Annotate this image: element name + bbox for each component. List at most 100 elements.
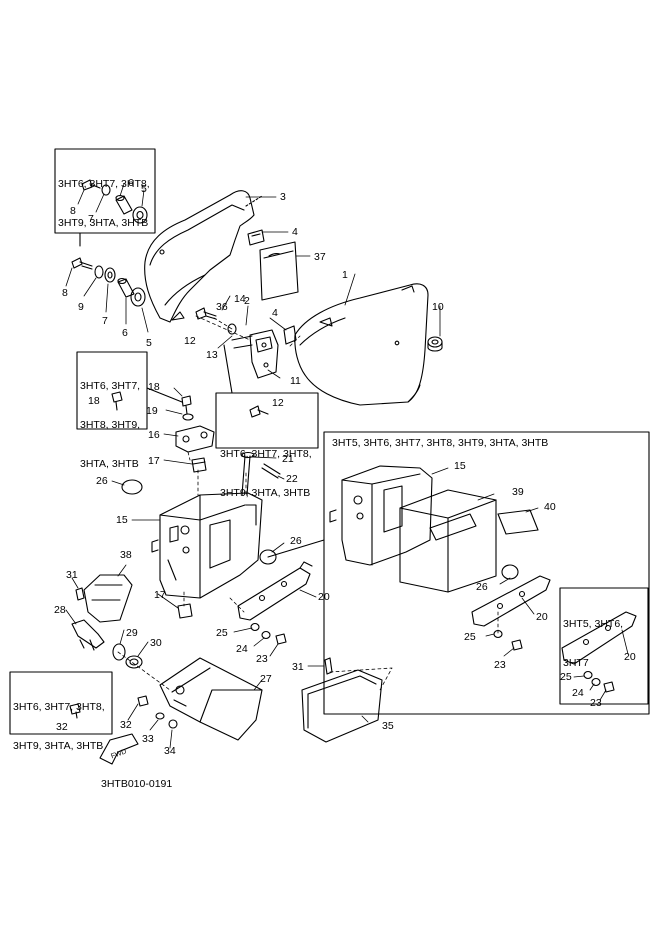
part-plate-16 [175, 425, 215, 453]
part-grommet-26-right [259, 549, 277, 565]
callout-36: 36 [216, 301, 228, 313]
callout-17-upper: 17 [148, 455, 160, 467]
part-bolt-21 [241, 451, 255, 496]
variant-note-center: 3HT6, 3HT7, 3HT8, 3HT9, 3HTA, 3HTB [220, 422, 312, 513]
callout-32: 32 [120, 719, 132, 731]
callout-23-main: 23 [256, 653, 268, 665]
part-ring-30 [125, 655, 143, 669]
part-washer-24-main [261, 630, 271, 640]
part-grommet-29 [112, 643, 126, 661]
part-grommet-5-lower [130, 287, 146, 307]
part-bolt-18 [181, 395, 192, 415]
part-bolt-23-box [511, 639, 523, 651]
callout-33: 33 [142, 733, 154, 745]
callout-22: 22 [286, 473, 298, 485]
part-collar-6-lower [117, 277, 135, 298]
part-holder-27 [159, 657, 263, 741]
part-washer-13 [227, 323, 237, 335]
variant-note-bottom-left: 3HT6, 3HT7, 3HT8, 3HT9, 3HTA, 3HTB [13, 675, 105, 766]
callout-20-main: 20 [318, 591, 330, 603]
callout-23-box: 23 [494, 659, 506, 671]
callout-24-main: 24 [236, 643, 248, 655]
part-bolt-32 [137, 695, 149, 707]
variant-note-line: 3HT6, 3HT7, 3HT8, [220, 448, 312, 460]
part-side-cover-left [144, 190, 263, 323]
variant-frame-bottom-left [9, 671, 113, 735]
callout-labels: 3 4 37 1 10 4 2 14 36 12 13 11 18 19 16 … [54, 177, 636, 760]
callout-1: 1 [342, 269, 348, 281]
part-grommet-upper [247, 229, 265, 246]
callout-5-upper: 5 [141, 183, 147, 195]
callout-27: 27 [260, 673, 272, 685]
callout-26-right: 26 [290, 535, 302, 547]
variant-note-top-left: 3HT6, 3HT7, 3HT8, 3HT9, 3HTA, 3HTB [58, 152, 150, 243]
part-washer-19 [182, 413, 194, 421]
callout-32-box: 32 [56, 721, 68, 733]
callout-24-inner: 24 [572, 687, 584, 699]
callout-26-left: 26 [96, 475, 108, 487]
callout-25-inner: 25 [560, 671, 572, 683]
part-bolt-8-upper [81, 179, 101, 191]
variant-note-line: 3HT8, 3HT9, [80, 419, 141, 431]
variant-note-line: 3HT6, 3HT7, 3HT8, [13, 701, 105, 713]
callout-31-right: 31 [292, 661, 304, 673]
callout-18-box: 18 [88, 395, 100, 407]
callout-10: 10 [432, 301, 444, 313]
part-washer-24-inner [591, 677, 601, 687]
variant-note-line: 3HT6, 3HT7, 3HT8, [58, 178, 150, 190]
part-grommet-26-left [121, 479, 143, 495]
callout-34: 34 [164, 745, 176, 757]
part-bolt-32-box [69, 703, 81, 719]
variant-note-line: 3HT9, 3HTA, 3HTB [58, 217, 149, 229]
part-bolt-23-main [275, 633, 287, 645]
part-cover-35 [301, 669, 383, 743]
leader-lines [65, 183, 629, 749]
variant-note-line: 3HT9, 3HTA, 3HTB [13, 740, 104, 752]
callout-8-upper: 8 [70, 205, 76, 217]
part-battery-box-15 [151, 492, 263, 599]
part-label-plate [259, 241, 299, 301]
callout-37: 37 [314, 251, 326, 263]
variant-frame-top-left [54, 148, 156, 247]
part-washer-7-lower [104, 267, 116, 283]
variant-note-line: 3HT6, 3HT7, [80, 380, 141, 392]
variant-note-line: 3HT5, 3HT6, [563, 618, 624, 630]
variant-frame-left-mid [76, 351, 183, 430]
part-bolt-8-lower [71, 257, 93, 270]
callout-11: 11 [290, 375, 301, 387]
part-bolt-23-inner [603, 681, 615, 693]
part-washer-25-inner [583, 670, 593, 680]
assembly-lines [117, 315, 499, 691]
callout-2: 2 [244, 295, 250, 307]
callout-21: 21 [282, 453, 294, 465]
part-bracket-20-inner [561, 611, 637, 665]
callout-8-lower: 8 [62, 287, 68, 299]
part-pad-40 [497, 509, 539, 535]
callout-6-lower: 6 [122, 327, 128, 339]
part-damper-17-lower [177, 603, 193, 619]
callout-15: 15 [116, 514, 128, 526]
callout-30: 30 [150, 637, 162, 649]
part-bracket-11 [231, 329, 279, 379]
callout-29: 29 [126, 627, 138, 639]
callout-20-inner: 20 [624, 651, 636, 663]
figure-reference-code: 3HTB010-0191 [101, 778, 173, 790]
callout-15-box: 15 [454, 460, 466, 472]
callout-5-lower: 5 [146, 337, 152, 349]
part-bracket-20-main [237, 561, 313, 621]
part-bolt-18-box [111, 391, 123, 411]
part-washer-33 [155, 712, 165, 720]
callout-9: 9 [78, 301, 84, 313]
part-grommet-26-box [501, 564, 519, 580]
callout-28: 28 [54, 604, 66, 616]
callout-13: 13 [206, 349, 218, 361]
part-grommet-5-upper [132, 206, 148, 224]
variant-frame-large [267, 431, 650, 715]
part-battery-box-15-right [329, 465, 433, 566]
callout-23-inner: 23 [590, 697, 602, 709]
callout-40: 40 [544, 501, 556, 513]
variant-note-inner-box: 3HT5, 3HT6, 3HT7 [563, 592, 623, 683]
callout-4-lower: 4 [272, 307, 278, 319]
callout-12-box: 12 [272, 397, 284, 409]
